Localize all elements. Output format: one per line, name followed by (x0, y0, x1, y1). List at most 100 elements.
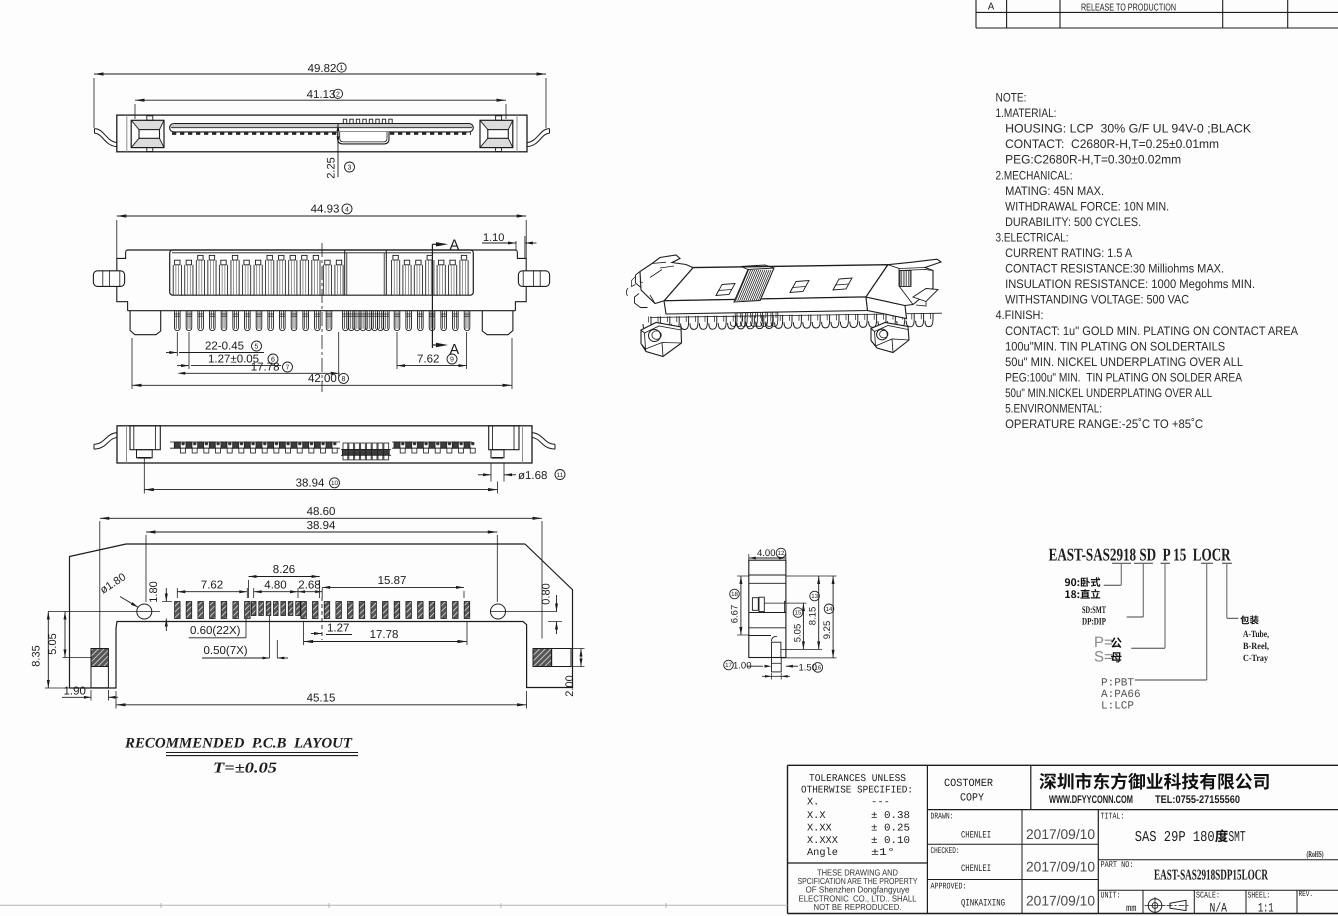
svg-text:18: 18 (731, 591, 738, 598)
svg-text:4.FINISH:: 4.FINISH: (996, 308, 1044, 322)
svg-text:7.62: 7.62 (417, 354, 439, 366)
svg-text:DRAWN:: DRAWN: (931, 812, 954, 822)
svg-text:CONTACT: C2680R-H,T=0.25±0.01: CONTACT: C2680R-H,T=0.25±0.01mm (1005, 137, 1219, 151)
svg-text:50u" MIN. NICKEL UNDERPLATING: 50u" MIN. NICKEL UNDERPLATING OVER ALL (1005, 355, 1243, 369)
svg-text:5: 5 (255, 344, 259, 351)
svg-text:WITHDRAWAL FORCE: 10N MIN.: WITHDRAWAL FORCE: 10N MIN. (1005, 199, 1169, 213)
svg-text:A: A (988, 2, 995, 14)
svg-text:6: 6 (271, 357, 275, 364)
svg-text:49.82: 49.82 (308, 63, 337, 75)
svg-text:Angle: Angle (807, 847, 838, 859)
svg-text:SD:SMT: SD:SMT (1082, 605, 1106, 616)
svg-text:CURRENT RATING: 1.5 A: CURRENT RATING: 1.5 A (1005, 246, 1133, 260)
svg-text:WITHSTANDING VOLTAGE: 500 VAC: WITHSTANDING VOLTAGE: 500 VAC (1005, 293, 1189, 307)
svg-text:2.68: 2.68 (298, 579, 320, 591)
svg-text:mm: mm (1126, 904, 1137, 915)
svg-text:15: 15 (795, 610, 802, 617)
svg-text:48.60: 48.60 (307, 506, 336, 518)
svg-text:DP:DIP: DP:DIP (1082, 617, 1106, 628)
svg-text:INSULATION RESISTANCE: 1000 Me: INSULATION RESISTANCE: 1000 Megohms MIN. (1005, 277, 1255, 291)
svg-text:DURABILITY: 500 CYCLES.: DURABILITY: 500 CYCLES. (1005, 215, 1141, 229)
svg-text:8: 8 (342, 376, 346, 383)
svg-text:COSTOMER: COSTOMER (944, 778, 993, 790)
svg-text:± 0.38: ± 0.38 (871, 810, 910, 822)
svg-text:50u" MIN.NICKEL UNDERPLATING O: 50u" MIN.NICKEL UNDERPLATING OVER ALL (1005, 386, 1212, 400)
svg-text:6.67: 6.67 (730, 605, 741, 624)
svg-text:A:PA66: A:PA66 (1101, 689, 1141, 701)
svg-text:OPERATURE RANGE:-25˚C TO +85˚C: OPERATURE RANGE:-25˚C TO +85˚C (1005, 417, 1203, 431)
svg-text:100u"MIN. TIN PLATING ON SOLDE: 100u"MIN. TIN PLATING ON SOLDERTAILS (1005, 339, 1225, 353)
svg-text:12: 12 (778, 550, 785, 557)
svg-text:41.13: 41.13 (307, 89, 336, 101)
svg-text:HOUSING: LCP 30% G/F UL 94V-0: HOUSING: LCP 30% G/F UL 94V-0 ;BLACK (1005, 122, 1252, 136)
svg-text:REV.: REV. (1299, 890, 1314, 899)
svg-text:EAST-SAS2918 SD P 15 LOCR: EAST-SAS2918 SD P 15 LOCR (1049, 545, 1232, 565)
svg-text:45.15: 45.15 (307, 692, 336, 704)
svg-text:X.XX: X.XX (807, 823, 832, 835)
svg-text:± 0.10: ± 0.10 (871, 835, 910, 847)
svg-text:1.10: 1.10 (483, 232, 504, 244)
svg-text:0.60(22X): 0.60(22X) (190, 625, 241, 637)
svg-text:4.00: 4.00 (757, 548, 776, 559)
svg-text:1.50: 1.50 (799, 663, 818, 674)
svg-text:10: 10 (331, 480, 339, 487)
svg-text:RECOMMENDED P.C.B LAYOUT: RECOMMENDED P.C.B LAYOUT (124, 736, 353, 752)
svg-text:22-0.45: 22-0.45 (205, 341, 244, 353)
svg-text:2017/09/10: 2017/09/10 (1026, 893, 1095, 909)
svg-text:X.X: X.X (807, 810, 826, 822)
svg-text:OTHERWISE SPECIFIED:: OTHERWISE SPECIFIED: (801, 785, 913, 797)
svg-text:CHENLEI: CHENLEI (961, 830, 991, 841)
svg-text:SAS 29P 180: SAS 29P 180 (1135, 829, 1215, 846)
svg-text:CONTACT: 1u" GOLD MIN. PLATING: CONTACT: 1u" GOLD MIN. PLATING ON CONTAC… (1005, 324, 1299, 338)
svg-text:17.78: 17.78 (370, 629, 399, 641)
svg-text:15.87: 15.87 (378, 575, 407, 587)
svg-text:S=: S= (1094, 649, 1113, 666)
svg-text:4: 4 (345, 206, 349, 213)
svg-text:38.94: 38.94 (307, 520, 336, 532)
svg-text:5.05: 5.05 (47, 633, 59, 654)
svg-text:THESE DRAWING AND: THESE DRAWING AND (817, 868, 898, 878)
svg-text:11: 11 (557, 472, 564, 479)
svg-text:3.ELECTRICAL:: 3.ELECTRICAL: (996, 230, 1069, 244)
svg-text:44.93: 44.93 (311, 204, 340, 216)
svg-text:2017/09/10: 2017/09/10 (1026, 826, 1095, 842)
svg-text:CHENLEI: CHENLEI (961, 863, 991, 874)
svg-text:42.00: 42.00 (308, 373, 337, 385)
svg-text:PART NO:: PART NO: (1101, 860, 1134, 870)
svg-text:NOT BE REPRODUCED.: NOT BE REPRODUCED. (814, 902, 902, 912)
svg-text:MATING: 45N MAX.: MATING: 45N MAX. (1005, 184, 1104, 198)
svg-text:2.00: 2.00 (564, 675, 576, 696)
svg-text:OF Shenzhen Dongfangyuye: OF Shenzhen Dongfangyuye (806, 885, 910, 895)
svg-text:2017/09/10: 2017/09/10 (1026, 859, 1095, 875)
svg-text:0.80: 0.80 (541, 583, 553, 604)
svg-text:ø1.68: ø1.68 (518, 470, 547, 482)
svg-text:A-Tube,: A-Tube, (1243, 630, 1269, 640)
svg-text:17.78: 17.78 (251, 362, 280, 374)
svg-text:SPCIFICATION ARE THE PROPERTY: SPCIFICATION ARE THE PROPERTY (798, 876, 918, 886)
svg-text:---: --- (871, 797, 890, 809)
svg-text:A: A (450, 342, 460, 358)
svg-text:1.MATERIAL:: 1.MATERIAL: (996, 106, 1057, 120)
svg-text:N/A: N/A (1210, 901, 1228, 916)
svg-text:1:1: 1:1 (1258, 901, 1274, 916)
svg-text:1.00: 1.00 (733, 661, 752, 672)
svg-text:CONTACT RESISTANCE:30 Milliohm: CONTACT RESISTANCE:30 Milliohms MAX. (1005, 262, 1224, 276)
svg-text:38.94: 38.94 (296, 477, 325, 489)
svg-text:SMT: SMT (1229, 829, 1246, 846)
svg-text:SHEEL:: SHEEL: (1248, 891, 1271, 901)
svg-text:1.90: 1.90 (64, 686, 86, 698)
svg-text:17: 17 (725, 662, 732, 669)
svg-text:2.25: 2.25 (326, 157, 338, 178)
svg-text:5.ENVIRONMENTAL:: 5.ENVIRONMENTAL: (1005, 402, 1102, 416)
svg-text:TITAL:: TITAL: (1101, 812, 1125, 822)
svg-text:PEG:C2680R-H,T=0.30±0.02mm: PEG:C2680R-H,T=0.30±0.02mm (1005, 153, 1181, 167)
svg-text:UNIT:: UNIT: (1101, 890, 1121, 900)
svg-text:8.35: 8.35 (31, 645, 43, 666)
svg-text:1.80: 1.80 (148, 581, 160, 602)
svg-text:NOTE:: NOTE: (996, 91, 1027, 105)
svg-text:C-Tray: C-Tray (1243, 654, 1268, 664)
svg-text:8.15: 8.15 (808, 607, 819, 626)
svg-text:7: 7 (286, 365, 290, 372)
svg-text:2: 2 (336, 91, 340, 98)
svg-text:± 0.25: ± 0.25 (871, 823, 910, 835)
